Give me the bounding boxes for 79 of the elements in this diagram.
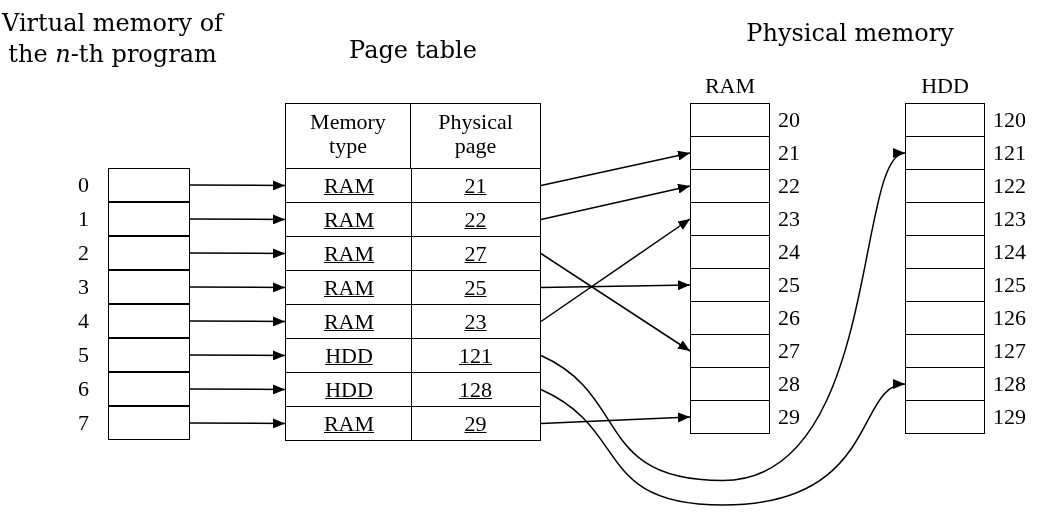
address-number: 6 — [78, 377, 89, 402]
page-number: 21 — [463, 174, 488, 199]
address-number: 129 — [993, 405, 1026, 430]
table-row — [285, 372, 541, 407]
column-heading: RAM — [703, 72, 757, 100]
memory-cell — [690, 103, 770, 137]
memory-cell — [108, 270, 190, 304]
header-cell — [410, 103, 541, 169]
header-cell — [285, 103, 411, 169]
address-number: 126 — [993, 306, 1026, 331]
memory-cell — [108, 202, 190, 236]
address-number: 120 — [993, 108, 1026, 133]
table-row — [285, 304, 541, 339]
address-number: 3 — [78, 275, 89, 300]
address-number: 4 — [78, 309, 89, 334]
memory-cell — [905, 301, 985, 335]
address-number: 125 — [993, 273, 1026, 298]
memory-cell — [905, 235, 985, 269]
address-number: 0 — [78, 173, 89, 198]
address-number: 128 — [993, 372, 1026, 397]
page-number: 128 — [458, 378, 493, 403]
memory-cell — [905, 367, 985, 401]
memory-type: RAM — [322, 208, 376, 233]
header-text: Memory type — [309, 110, 387, 159]
memory-type: RAM — [322, 412, 376, 437]
table-row — [285, 338, 541, 373]
column-heading: HDD — [920, 72, 970, 100]
address-number: 127 — [993, 339, 1026, 364]
arrow — [189, 418, 286, 429]
address-number: 124 — [993, 240, 1026, 265]
memory-type: RAM — [322, 310, 376, 335]
header-text: Physical page — [437, 110, 514, 159]
diagram-heading: Virtual memory of the n-th program — [0, 8, 225, 71]
table-row — [285, 270, 541, 305]
section-heading: Physical memory — [745, 18, 955, 49]
page-number: 22 — [463, 208, 488, 233]
memory-cell — [108, 168, 190, 202]
memory-cell — [108, 236, 190, 270]
address-number: 20 — [778, 108, 800, 133]
address-number: 1 — [78, 207, 89, 232]
page-number: 23 — [463, 310, 488, 335]
memory-type: HDD — [324, 378, 374, 403]
address-number: 121 — [993, 141, 1026, 166]
arrow — [189, 316, 286, 327]
table-row — [285, 202, 541, 237]
table-row — [285, 168, 541, 203]
arrow — [189, 248, 286, 259]
memory-cell — [905, 169, 985, 203]
memory-type: RAM — [322, 276, 376, 301]
address-number: 7 — [78, 411, 89, 436]
memory-cell — [108, 406, 190, 440]
memory-type: RAM — [322, 242, 376, 267]
address-number: 122 — [993, 174, 1026, 199]
arrow — [189, 214, 286, 225]
page-number: 25 — [463, 276, 488, 301]
memory-type: HDD — [324, 344, 374, 369]
arrow — [189, 384, 286, 395]
table-row — [285, 236, 541, 271]
arrow — [189, 180, 286, 191]
memory-cell — [905, 268, 985, 302]
address-number: 123 — [993, 207, 1026, 232]
arrow — [189, 282, 286, 293]
memory-cell — [108, 338, 190, 372]
page-number: 121 — [458, 344, 493, 369]
memory-type: RAM — [322, 174, 376, 199]
page-number: 29 — [463, 412, 488, 437]
memory-cell — [905, 202, 985, 236]
address-number: 2 — [78, 241, 89, 266]
memory-cell — [905, 334, 985, 368]
table-title: Page table — [348, 35, 478, 66]
table-row — [285, 406, 541, 441]
memory-cell — [905, 136, 985, 170]
page-number: 27 — [463, 242, 488, 267]
address-number: 5 — [78, 343, 89, 368]
memory-cell — [108, 304, 190, 338]
arrow — [189, 350, 286, 361]
memory-cell — [905, 400, 985, 434]
memory-cell — [108, 372, 190, 406]
memory-cell — [905, 103, 985, 137]
